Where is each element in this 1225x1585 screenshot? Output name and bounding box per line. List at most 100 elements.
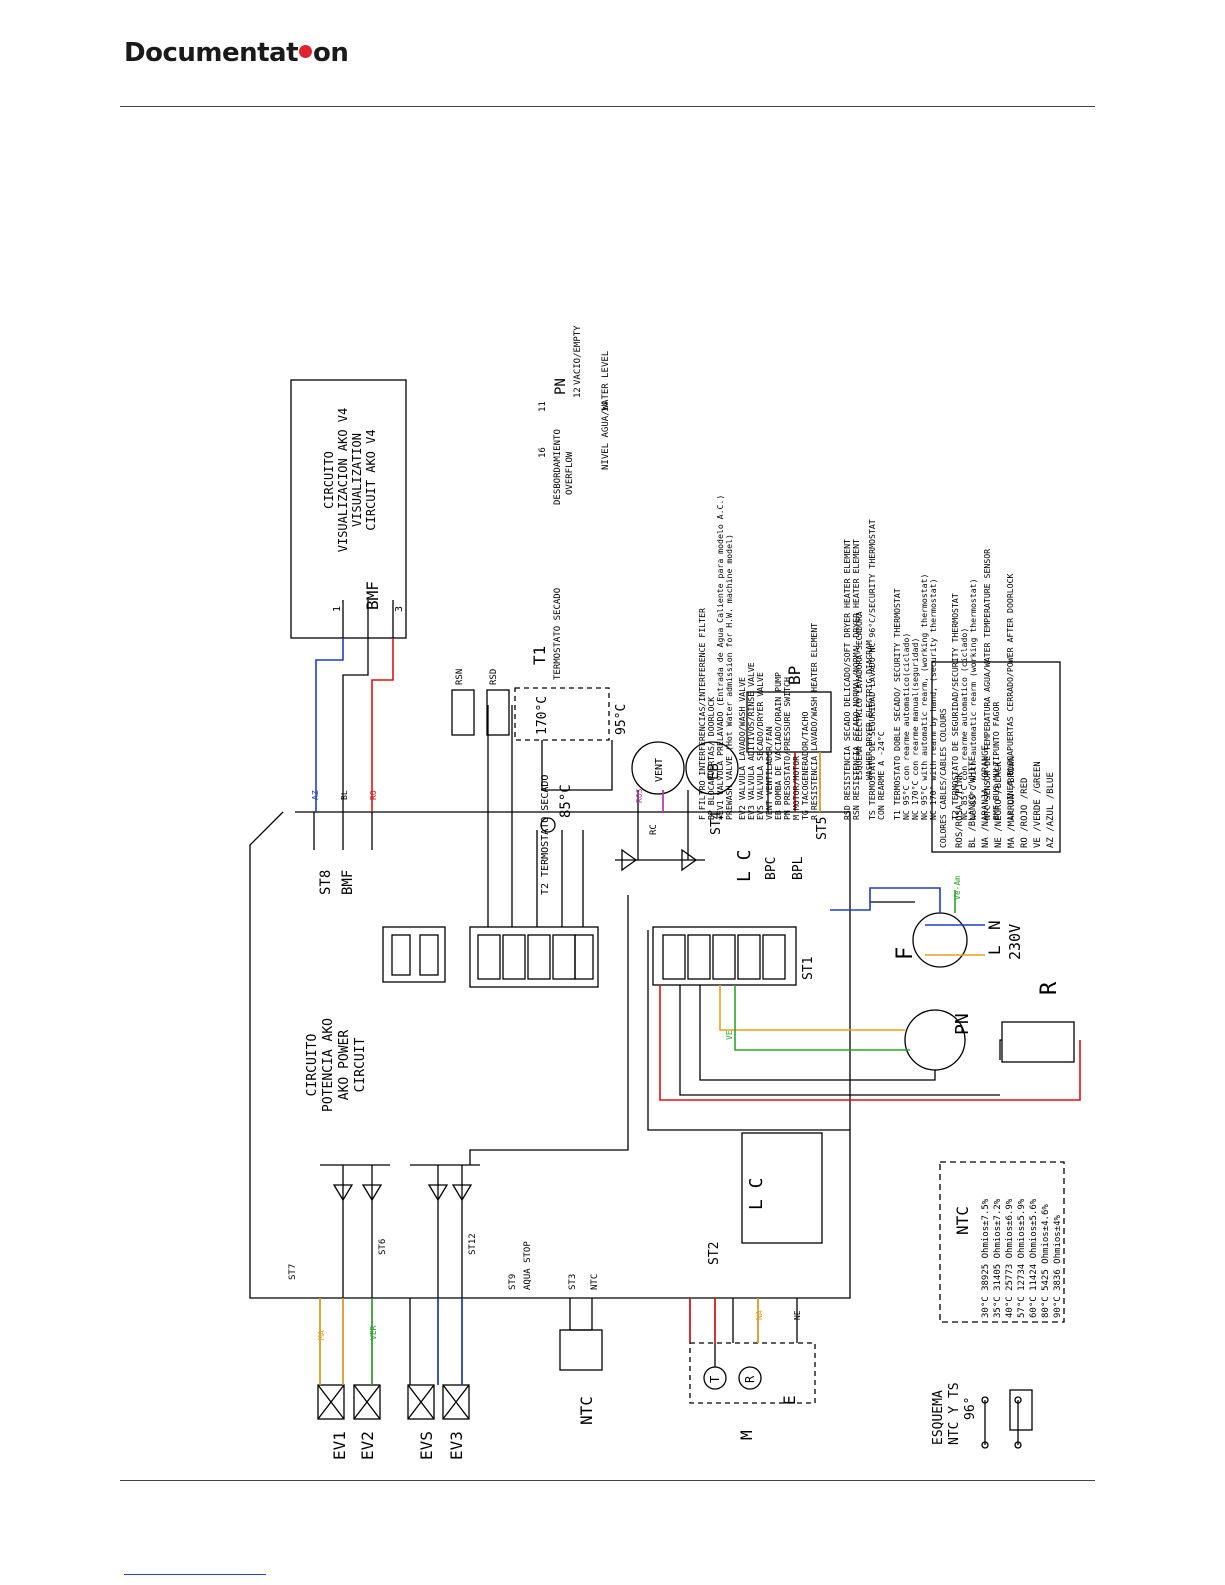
svg-text:TG TACOGENERADOR/TACHO: TG TACOGENERADOR/TACHO: [800, 711, 810, 820]
small-connector: [382, 926, 446, 983]
svg-text:NTC SENSOR DE TEMPERATURA AGU: NTC SENSOR DE TEMPERATURA AGUA/WATER TEM…: [982, 549, 992, 820]
svg-text:CIRCUITO: CIRCUITO: [322, 451, 336, 509]
footer-rule: [120, 1480, 1095, 1481]
pressure-switch-info: PN DESBORDAMIENTO OVERFLOW VACIO/EMPTY N…: [538, 325, 611, 505]
svg-text:TERMOSTATO SECADO: TERMOSTATO SECADO: [553, 588, 563, 680]
svg-text:12: 12: [573, 387, 583, 398]
ntc-ts-schema: ESQUEMA NTC Y TS 96°: [931, 1382, 978, 1445]
svg-text:NTC: NTC: [590, 1274, 600, 1290]
svg-text:E: E: [780, 1395, 799, 1405]
svg-text:VENT: VENT: [654, 758, 665, 782]
st6-label: ST6: [378, 1239, 388, 1255]
svg-text:170°C: 170°C: [535, 696, 550, 735]
svg-text:NE /NEGRO /BLACK: NE /NEGRO /BLACK: [994, 761, 1004, 848]
component-legend: F FILTRO INTERFERENCIAS/INTERFERENCE FIL…: [697, 495, 1015, 820]
st9-label: ST9: [508, 1274, 518, 1290]
svg-text:RSN RESISTENCIA SECADO NORMAL: RSN RESISTENCIA SECADO NORMAL/NORMAL DRY…: [851, 539, 861, 820]
svg-text:NTC Y TS: NTC Y TS: [947, 1382, 962, 1445]
svg-text:NC 85°C con rearme automatico: NC 85°C con rearme automatico (ciclado): [959, 628, 969, 820]
component-labels: RSN RSD VENT EB BP BPC BPL PN R F L C L …: [330, 666, 1062, 1460]
svg-text:EV3 VALVULA ADITIVOS/RINSE VA: EV3 VALVULA ADITIVOS/RINSE VALVE: [746, 662, 756, 820]
svg-text:BL: BL: [340, 790, 349, 800]
svg-text:NA: NA: [755, 1310, 764, 1320]
doorlock-box: [746, 691, 832, 753]
svg-text:PREWASH VALVE (Hot Water admis: PREWASH VALVE (Hot Water admission for H…: [724, 534, 734, 820]
svg-text:NA /NARANJA /ORANGE: NA /NARANJA /ORANGE: [981, 745, 991, 848]
svg-text:RSN: RSN: [455, 669, 465, 685]
svg-text:57°C 12734 Ohmios±5.9%: 57°C 12734 Ohmios±5.9%: [1017, 1198, 1027, 1318]
svg-text:30°C 38925 Ohmios±7.5%: 30°C 38925 Ohmios±7.5%: [981, 1198, 991, 1318]
svg-text:Ve-Am: Ve-Am: [953, 876, 962, 900]
svg-text:VISUALIZATION: VISUALIZATION: [350, 433, 364, 527]
st4-label: ST4: [709, 811, 724, 835]
thermostat-connector: [469, 926, 599, 988]
svg-text:AKO POWER: AKO POWER: [337, 1030, 352, 1101]
st1-connector: [652, 926, 797, 986]
st3-label: ST3: [568, 1274, 578, 1290]
svg-text:R RESISTENCIA LAVADO/WASH H: R RESISTENCIA LAVADO/WASH HEATER ELEMENT: [809, 623, 819, 820]
svg-text:AZ /AZUL /BLUE: AZ /AZUL /BLUE: [1046, 772, 1056, 848]
wire-colour-tags: AZ BL RO ROS MA VER NA NE VE Ve-Am: [311, 788, 962, 1340]
st5-label: ST5: [815, 817, 830, 840]
svg-text:MA: MA: [317, 1330, 326, 1340]
logo-dot-icon: [299, 45, 313, 58]
svg-text:VE /VERDE /GREEN: VE /VERDE /GREEN: [1033, 761, 1043, 848]
svg-text:NC 85°C with automatic rearm (: NC 85°C with automatic rearm (working th…: [968, 578, 978, 820]
svg-text:F FILTRO INTERFERENCIAS/INT: F FILTRO INTERFERENCIAS/INTERFERENCE FIL…: [697, 608, 707, 820]
svg-text:L C: L C: [734, 849, 755, 882]
svg-text:NC 170° with rearm by hand, (s: NC 170° with rearm by hand, (security th…: [928, 578, 938, 820]
svg-text:NIVEL AGUA/WATER LEVEL: NIVEL AGUA/WATER LEVEL: [601, 351, 611, 470]
svg-text:CON REARME A -24°C: CON REARME A -24°C: [876, 731, 886, 820]
svg-text:RO: RO: [369, 790, 378, 800]
svg-text:16: 16: [538, 447, 548, 458]
display-bmf-label: BMF: [363, 581, 382, 610]
svg-text:96°: 96°: [963, 1397, 978, 1420]
svg-text:POTENCIA AKO: POTENCIA AKO: [321, 1018, 336, 1112]
svg-text:BL /BLANCO /WHITE: BL /BLANCO /WHITE: [968, 756, 978, 848]
svg-text:AQUA STOP: AQUA STOP: [523, 1241, 533, 1290]
svg-text:EV1: EV1: [330, 1431, 349, 1460]
svg-text:CIRCUIT AKO V4: CIRCUIT AKO V4: [364, 429, 378, 530]
svg-text:90°C 3836 Ohmios±4%: 90°C 3836 Ohmios±4%: [1053, 1214, 1063, 1318]
svg-text:RSD: RSD: [489, 669, 499, 685]
svg-text:230V: 230V: [1006, 924, 1024, 960]
svg-text:RO /ROJO /RED: RO /ROJO /RED: [1020, 778, 1030, 848]
svg-text:M: M: [737, 1430, 756, 1440]
svg-text:PN: PN: [553, 378, 569, 395]
svg-text:NC 95°C con rearme automatico(: NC 95°C con rearme automatico(ciclado): [901, 633, 911, 820]
svg-text:CIRCUITO: CIRCUITO: [305, 1034, 320, 1097]
svg-text:80°C 5425 Ohmios±4.6%: 80°C 5425 Ohmios±4.6%: [1041, 1204, 1051, 1318]
svg-text:L: L: [985, 945, 1004, 955]
svg-text:40°C 25773 Ohmios±6.9%: 40°C 25773 Ohmios±6.9%: [1005, 1198, 1015, 1318]
thermostat-labels: T1 TERMOSTATO SECADO 170°C 95°C T2 TERMO…: [530, 588, 629, 895]
svg-text:RC: RC: [649, 824, 659, 835]
footer-link-underline: [124, 1574, 266, 1575]
svg-text:CIRCUIT: CIRCUIT: [353, 1037, 368, 1092]
svg-text:T2 TERMOSTATO DE SEGURIDAD/S: T2 TERMOSTATO DE SEGURIDAD/SECURITY THER…: [950, 593, 960, 820]
svg-text:NE: NE: [793, 1310, 802, 1320]
st1-label: ST1: [801, 957, 816, 980]
svg-text:14: 14: [601, 401, 611, 412]
svg-text:M MOTOR/MOTOR: M MOTOR/MOTOR: [791, 756, 801, 820]
svg-text:VENT VENTILADOR/FAN: VENT VENTILADOR/FAN: [764, 726, 774, 820]
svg-text:11: 11: [538, 401, 548, 412]
svg-text:PN PRESOSTATO/PRESSURE SWITC: PN PRESOSTATO/PRESSURE SWITCH: [782, 677, 792, 820]
svg-text:L C: L C: [746, 1177, 767, 1210]
svg-text:ESQUEMA ELECTRICO LAVADORA-SEC: ESQUEMA ELECTRICO LAVADORA-SECADORA: [855, 611, 864, 780]
svg-text:T1: T1: [530, 646, 549, 665]
svg-text:EVS VALVULA SECADO/DRYER VALV: EVS VALVULA SECADO/DRYER VALVE: [755, 672, 765, 820]
svg-text:DESBORDAMIENTO: DESBORDAMIENTO: [553, 429, 563, 505]
svg-text:NTC: NTC: [577, 1396, 596, 1425]
svg-text:BMF BUS MULTIPUNTO FAGOR: BMF BUS MULTIPUNTO FAGOR: [991, 702, 1001, 820]
svg-text:EV2 VALVULA LAVADO/WASH VALVE: EV2 VALVULA LAVADO/WASH VALVE: [737, 677, 747, 820]
colour-legend: COLORES CABLES/CABLES COLOURS ROS/ROSA /…: [939, 708, 1056, 848]
svg-text:95°C: 95°C: [614, 704, 629, 735]
svg-text:R: R: [1037, 981, 1062, 995]
st2-label: ST2: [707, 1242, 722, 1265]
svg-text:BPL: BPL: [791, 856, 806, 880]
display-board-outline: [290, 379, 407, 639]
svg-text:T1 TERMOSTATO DOBLE SECADO/: T1 TERMOSTATO DOBLE SECADO/ SECURITY THE…: [892, 588, 902, 820]
power-board-title: CIRCUITO POTENCIA AKO AKO POWER CIRCUIT: [305, 1018, 368, 1112]
svg-text:EV3: EV3: [447, 1431, 466, 1460]
